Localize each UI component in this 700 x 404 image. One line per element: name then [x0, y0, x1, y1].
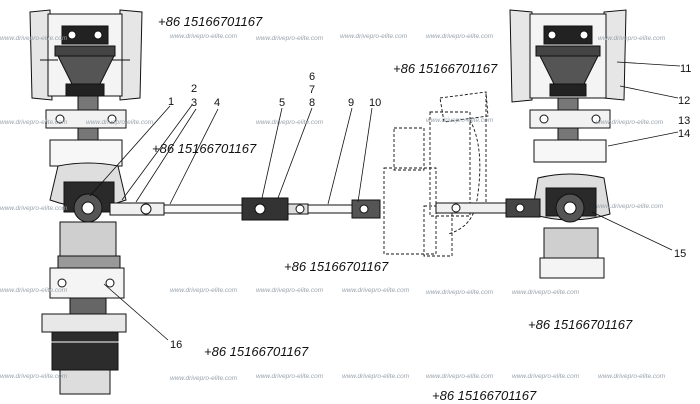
leader-9 [327, 107, 353, 205]
leader-lines [89, 61, 681, 341]
site-watermark: www.drivepro-elite.com [598, 373, 666, 380]
leader-2 [121, 104, 193, 201]
site-watermark: www.drivepro-elite.com [170, 33, 238, 40]
callout-8: 8 [309, 97, 315, 109]
site-watermark: www.drivepro-elite.com [512, 373, 580, 380]
left-wheel-assembly [29, 9, 143, 395]
site-watermark: www.drivepro-elite.com [0, 119, 68, 126]
leader-12 [619, 85, 679, 99]
site-watermark: www.drivepro-elite.com [0, 205, 68, 212]
callout-12: 12 [678, 95, 690, 107]
callout-1: 1 [168, 96, 174, 108]
site-watermark: www.drivepro-elite.com [596, 119, 664, 126]
callout-9: 9 [348, 97, 354, 109]
site-watermarks: www.drivepro-elite.com www.drivepro-elit… [0, 33, 666, 382]
site-watermark: www.drivepro-elite.com [86, 119, 154, 126]
site-watermark: www.drivepro-elite.com [0, 35, 68, 42]
leader-10 [357, 107, 373, 203]
leader-5 [261, 107, 283, 199]
right-wheel-assembly [509, 9, 627, 279]
site-watermark: www.drivepro-elite.com [0, 287, 68, 294]
callout-16: 16 [170, 339, 182, 351]
phone-overlay: +86 15166701167 [284, 259, 389, 274]
leader-11 [616, 61, 681, 67]
leader-4 [169, 108, 219, 205]
phone-overlay: +86 15166701167 [204, 344, 309, 359]
site-watermark: www.drivepro-elite.com [598, 35, 666, 42]
callout-7: 7 [309, 84, 315, 96]
site-watermark: www.drivepro-elite.com [512, 289, 580, 296]
site-watermark: www.drivepro-elite.com [342, 373, 410, 380]
callout-15: 15 [674, 248, 686, 260]
callout-4: 4 [214, 97, 220, 109]
callout-14: 14 [678, 128, 690, 140]
site-watermark: www.drivepro-elite.com [426, 33, 494, 40]
site-watermark: www.drivepro-elite.com [426, 117, 494, 124]
leader-16 [103, 283, 169, 341]
callout-6: 6 [309, 71, 315, 83]
site-watermark: www.drivepro-elite.com [256, 35, 324, 42]
driveshafts [109, 197, 541, 221]
site-watermark: www.drivepro-elite.com [426, 289, 494, 296]
site-watermark: www.drivepro-elite.com [170, 287, 238, 294]
site-watermark: www.drivepro-elite.com [256, 373, 324, 380]
leader-15 [591, 211, 673, 251]
phone-overlays: +86 15166701167 +86 15166701167 +86 1516… [152, 14, 633, 403]
callout-2: 2 [191, 83, 197, 95]
phone-overlay: +86 15166701167 [393, 61, 498, 76]
callout-labels: 1 2 3 4 5 6 7 8 9 10 11 12 13 14 15 16 [168, 63, 691, 351]
site-watermark: www.drivepro-elite.com [596, 203, 664, 210]
leader-14 [607, 131, 679, 147]
leader-8 [277, 107, 313, 199]
phone-overlay: +86 15166701167 [158, 14, 263, 29]
site-watermark: www.drivepro-elite.com [170, 375, 238, 382]
callout-10: 10 [369, 97, 381, 109]
phone-overlay: +86 15166701167 [528, 317, 633, 332]
callout-5: 5 [279, 97, 285, 109]
leader-1 [89, 105, 171, 197]
site-watermark: www.drivepro-elite.com [256, 119, 324, 126]
phone-overlay: +86 15166701167 [432, 388, 537, 403]
callout-13: 13 [678, 115, 690, 127]
callout-3: 3 [191, 97, 197, 109]
leader-3 [135, 108, 197, 203]
callout-11: 11 [680, 63, 691, 75]
phone-overlay: +86 15166701167 [152, 141, 257, 156]
site-watermark: www.drivepro-elite.com [426, 373, 494, 380]
site-watermark: www.drivepro-elite.com [0, 373, 68, 380]
site-watermark: www.drivepro-elite.com [342, 287, 410, 294]
site-watermark: www.drivepro-elite.com [256, 287, 324, 294]
site-watermark: www.drivepro-elite.com [340, 33, 408, 40]
